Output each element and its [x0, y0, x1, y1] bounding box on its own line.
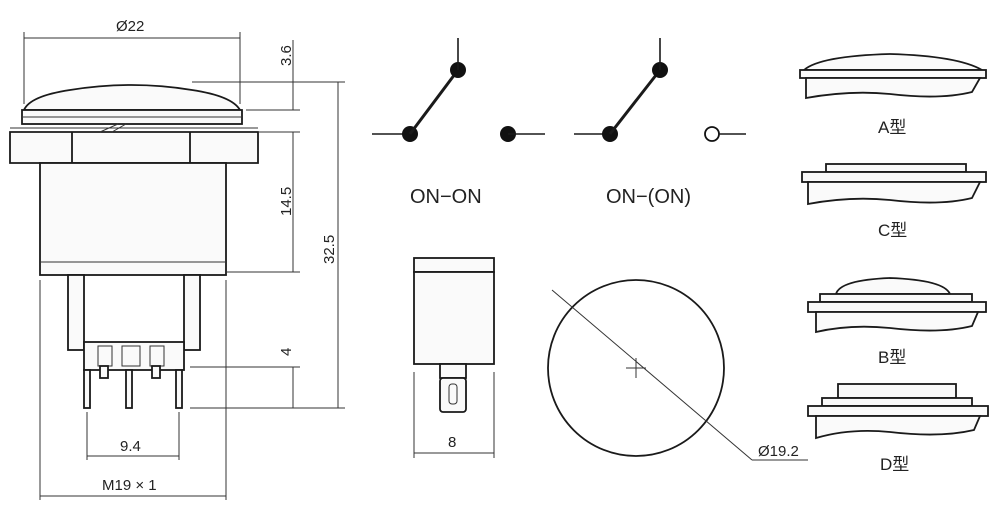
terminal-pin-2: [125, 369, 133, 409]
terminal-front-view: 8: [413, 257, 495, 458]
switch-body: [39, 162, 227, 276]
head-type-b: B型: [807, 277, 987, 367]
dim-head-diameter: Ø22: [116, 18, 144, 35]
dim-terminal-width: 8: [448, 434, 456, 451]
circuit-on-mom: ON−(ON): [574, 38, 746, 208]
head-type-c: C型: [801, 163, 987, 240]
terminal-left-post: [67, 274, 85, 351]
circuit-label-on-on: ON−ON: [410, 186, 482, 208]
head-type-d: D型: [807, 383, 989, 474]
terminal-pin-1: [83, 369, 91, 409]
switch-dome: [22, 84, 242, 111]
side-view-dimensions: Ø22 3.6 14.5 32.5 4 9.4 M19 × 1: [23, 18, 345, 500]
dim-terminal-length: 4: [278, 348, 295, 356]
dim-terminal-pitch: 9.4: [120, 438, 141, 455]
panel-hole-circle: [547, 279, 725, 457]
terminal-right-post: [183, 274, 201, 351]
head-type-c-label: C型: [878, 221, 907, 240]
head-type-d-label: D型: [880, 455, 909, 474]
head-type-a: A型: [799, 53, 987, 137]
contact-open-circle: [704, 126, 720, 142]
circuit-label-on-mom: ON−(ON): [606, 186, 691, 208]
dim-body-height: 14.5: [278, 187, 295, 216]
dim-panel-hole-diameter: Ø19.2: [758, 443, 799, 460]
dim-dome-height: 3.6: [278, 45, 295, 66]
panel-cutout-view: Ø19.2: [547, 279, 808, 461]
terminal-pin-3: [175, 369, 183, 409]
switch-side-view: [9, 84, 259, 409]
switch-hex-nut: [9, 131, 259, 164]
head-type-b-label: B型: [878, 348, 906, 367]
dim-thread: M19 × 1: [102, 477, 157, 494]
circuit-on-on: ON−ON: [372, 38, 545, 208]
dim-total-height: 32.5: [321, 235, 338, 264]
head-type-a-label: A型: [878, 118, 906, 137]
